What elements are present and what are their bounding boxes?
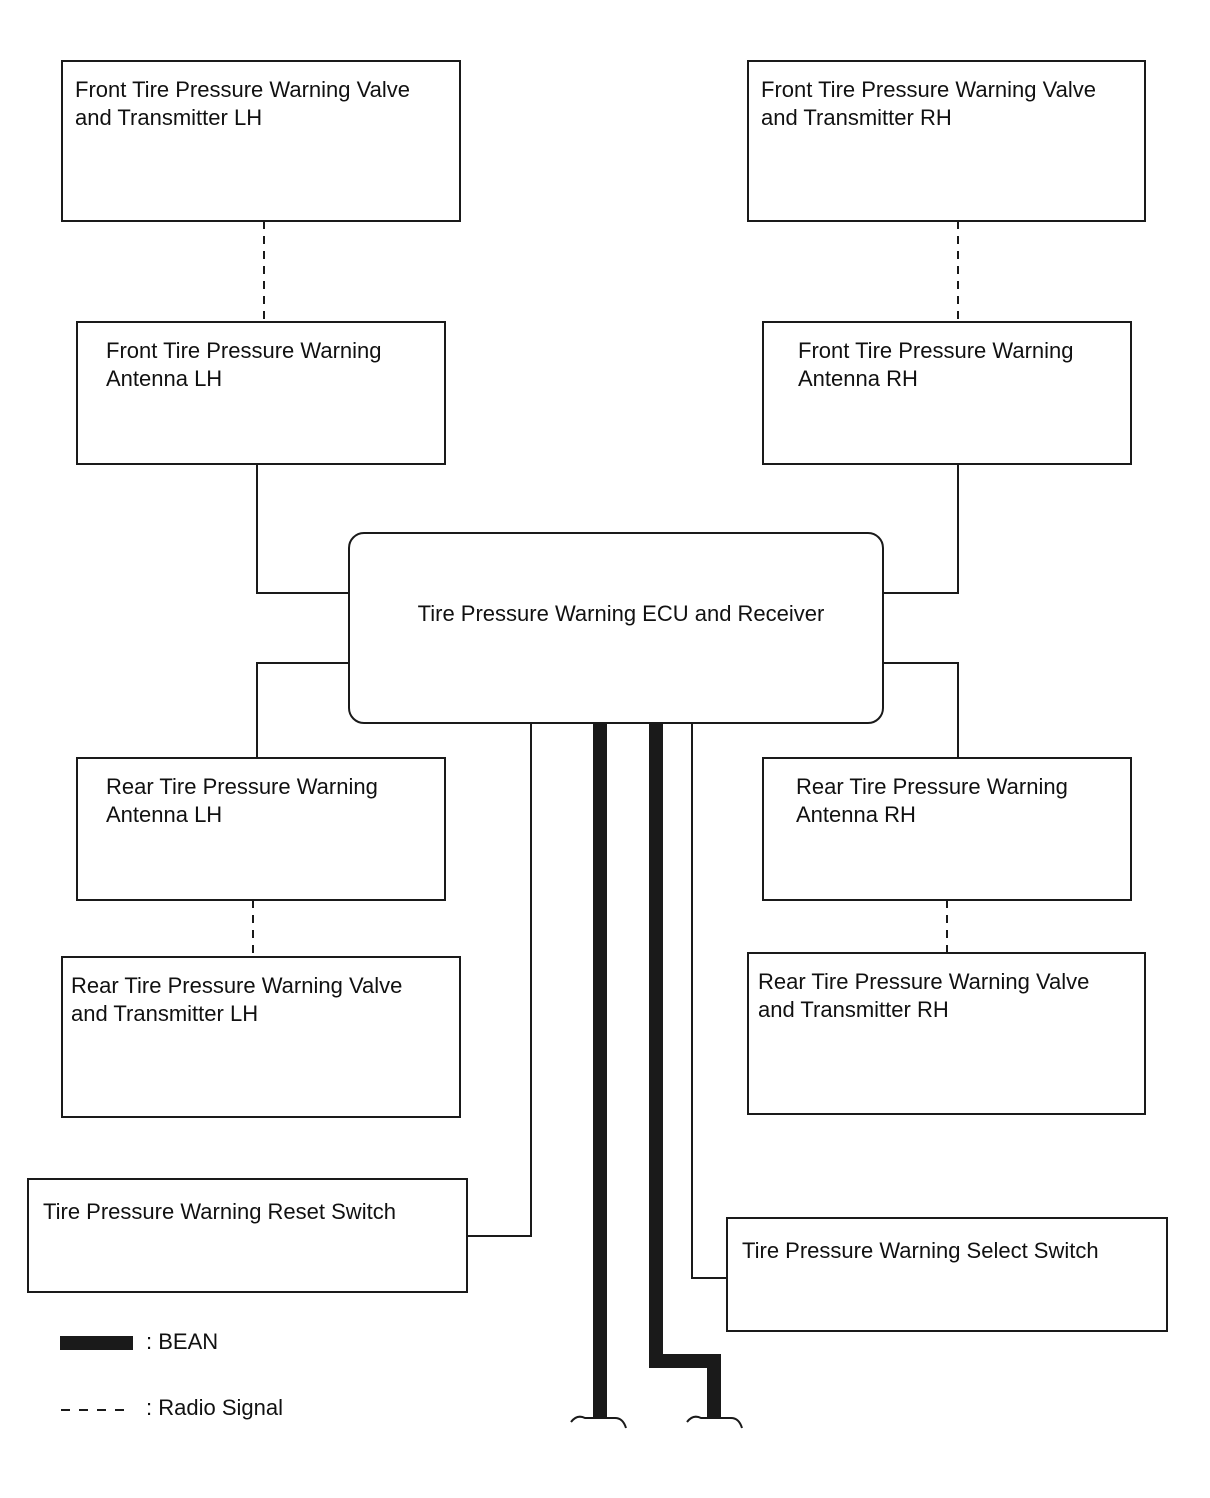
wire-front-antenna-rh [883,464,959,594]
ecu-and-receiver: Tire Pressure Warning ECU and Receiver [348,532,884,724]
bus-break-mark-1 [570,1415,627,1429]
rear-antenna-lh: Rear Tire Pressure Warning Antenna LH [76,757,446,901]
rear-valve-transmitter-rh: Rear Tire Pressure Warning Valve and Tra… [747,952,1146,1115]
reset-switch-label: Tire Pressure Warning Reset Switch [43,1199,396,1224]
wire-front-antenna-lh [256,464,349,594]
ecu-and-receiver-label: Tire Pressure Warning ECU and Receiver [417,601,825,626]
front-valve-transmitter-rh-label: Front Tire Pressure Warning Valve and Tr… [761,77,1097,130]
front-valve-transmitter-lh: Front Tire Pressure Warning Valve and Tr… [61,60,461,222]
wire-reset-switch [467,724,532,1237]
wire-rear-antenna-rh [883,662,959,758]
rear-valve-transmitter-lh-label: Rear Tire Pressure Warning Valve and Tra… [71,973,403,1026]
front-valve-transmitter-lh-label: Front Tire Pressure Warning Valve and Tr… [75,77,411,130]
front-antenna-rh: Front Tire Pressure Warning Antenna RH [762,321,1132,465]
rear-antenna-rh: Rear Tire Pressure Warning Antenna RH [762,757,1132,901]
reset-switch: Tire Pressure Warning Reset Switch [27,1178,468,1293]
front-antenna-lh: Front Tire Pressure Warning Antenna LH [76,321,446,465]
bus-break-mark-2 [686,1415,743,1429]
rear-antenna-rh-label: Rear Tire Pressure Warning Antenna RH [796,774,1068,827]
wire-select-switch [691,724,727,1279]
wire-rear-antenna-lh [256,662,349,758]
bean-bus-2 [649,724,721,1418]
rear-valve-transmitter-lh: Rear Tire Pressure Warning Valve and Tra… [61,956,461,1118]
front-valve-transmitter-rh: Front Tire Pressure Warning Valve and Tr… [747,60,1146,222]
select-switch: Tire Pressure Warning Select Switch [726,1217,1168,1332]
legend-radio-label: : Radio Signal [146,1395,283,1420]
select-switch-label: Tire Pressure Warning Select Switch [742,1238,1099,1263]
rear-antenna-lh-label: Rear Tire Pressure Warning Antenna LH [106,774,378,827]
front-antenna-lh-label: Front Tire Pressure Warning Antenna LH [106,338,382,391]
rear-valve-transmitter-rh-label: Rear Tire Pressure Warning Valve and Tra… [758,969,1090,1022]
legend-bean-label: : BEAN [146,1329,219,1354]
front-antenna-rh-label: Front Tire Pressure Warning Antenna RH [798,338,1074,391]
